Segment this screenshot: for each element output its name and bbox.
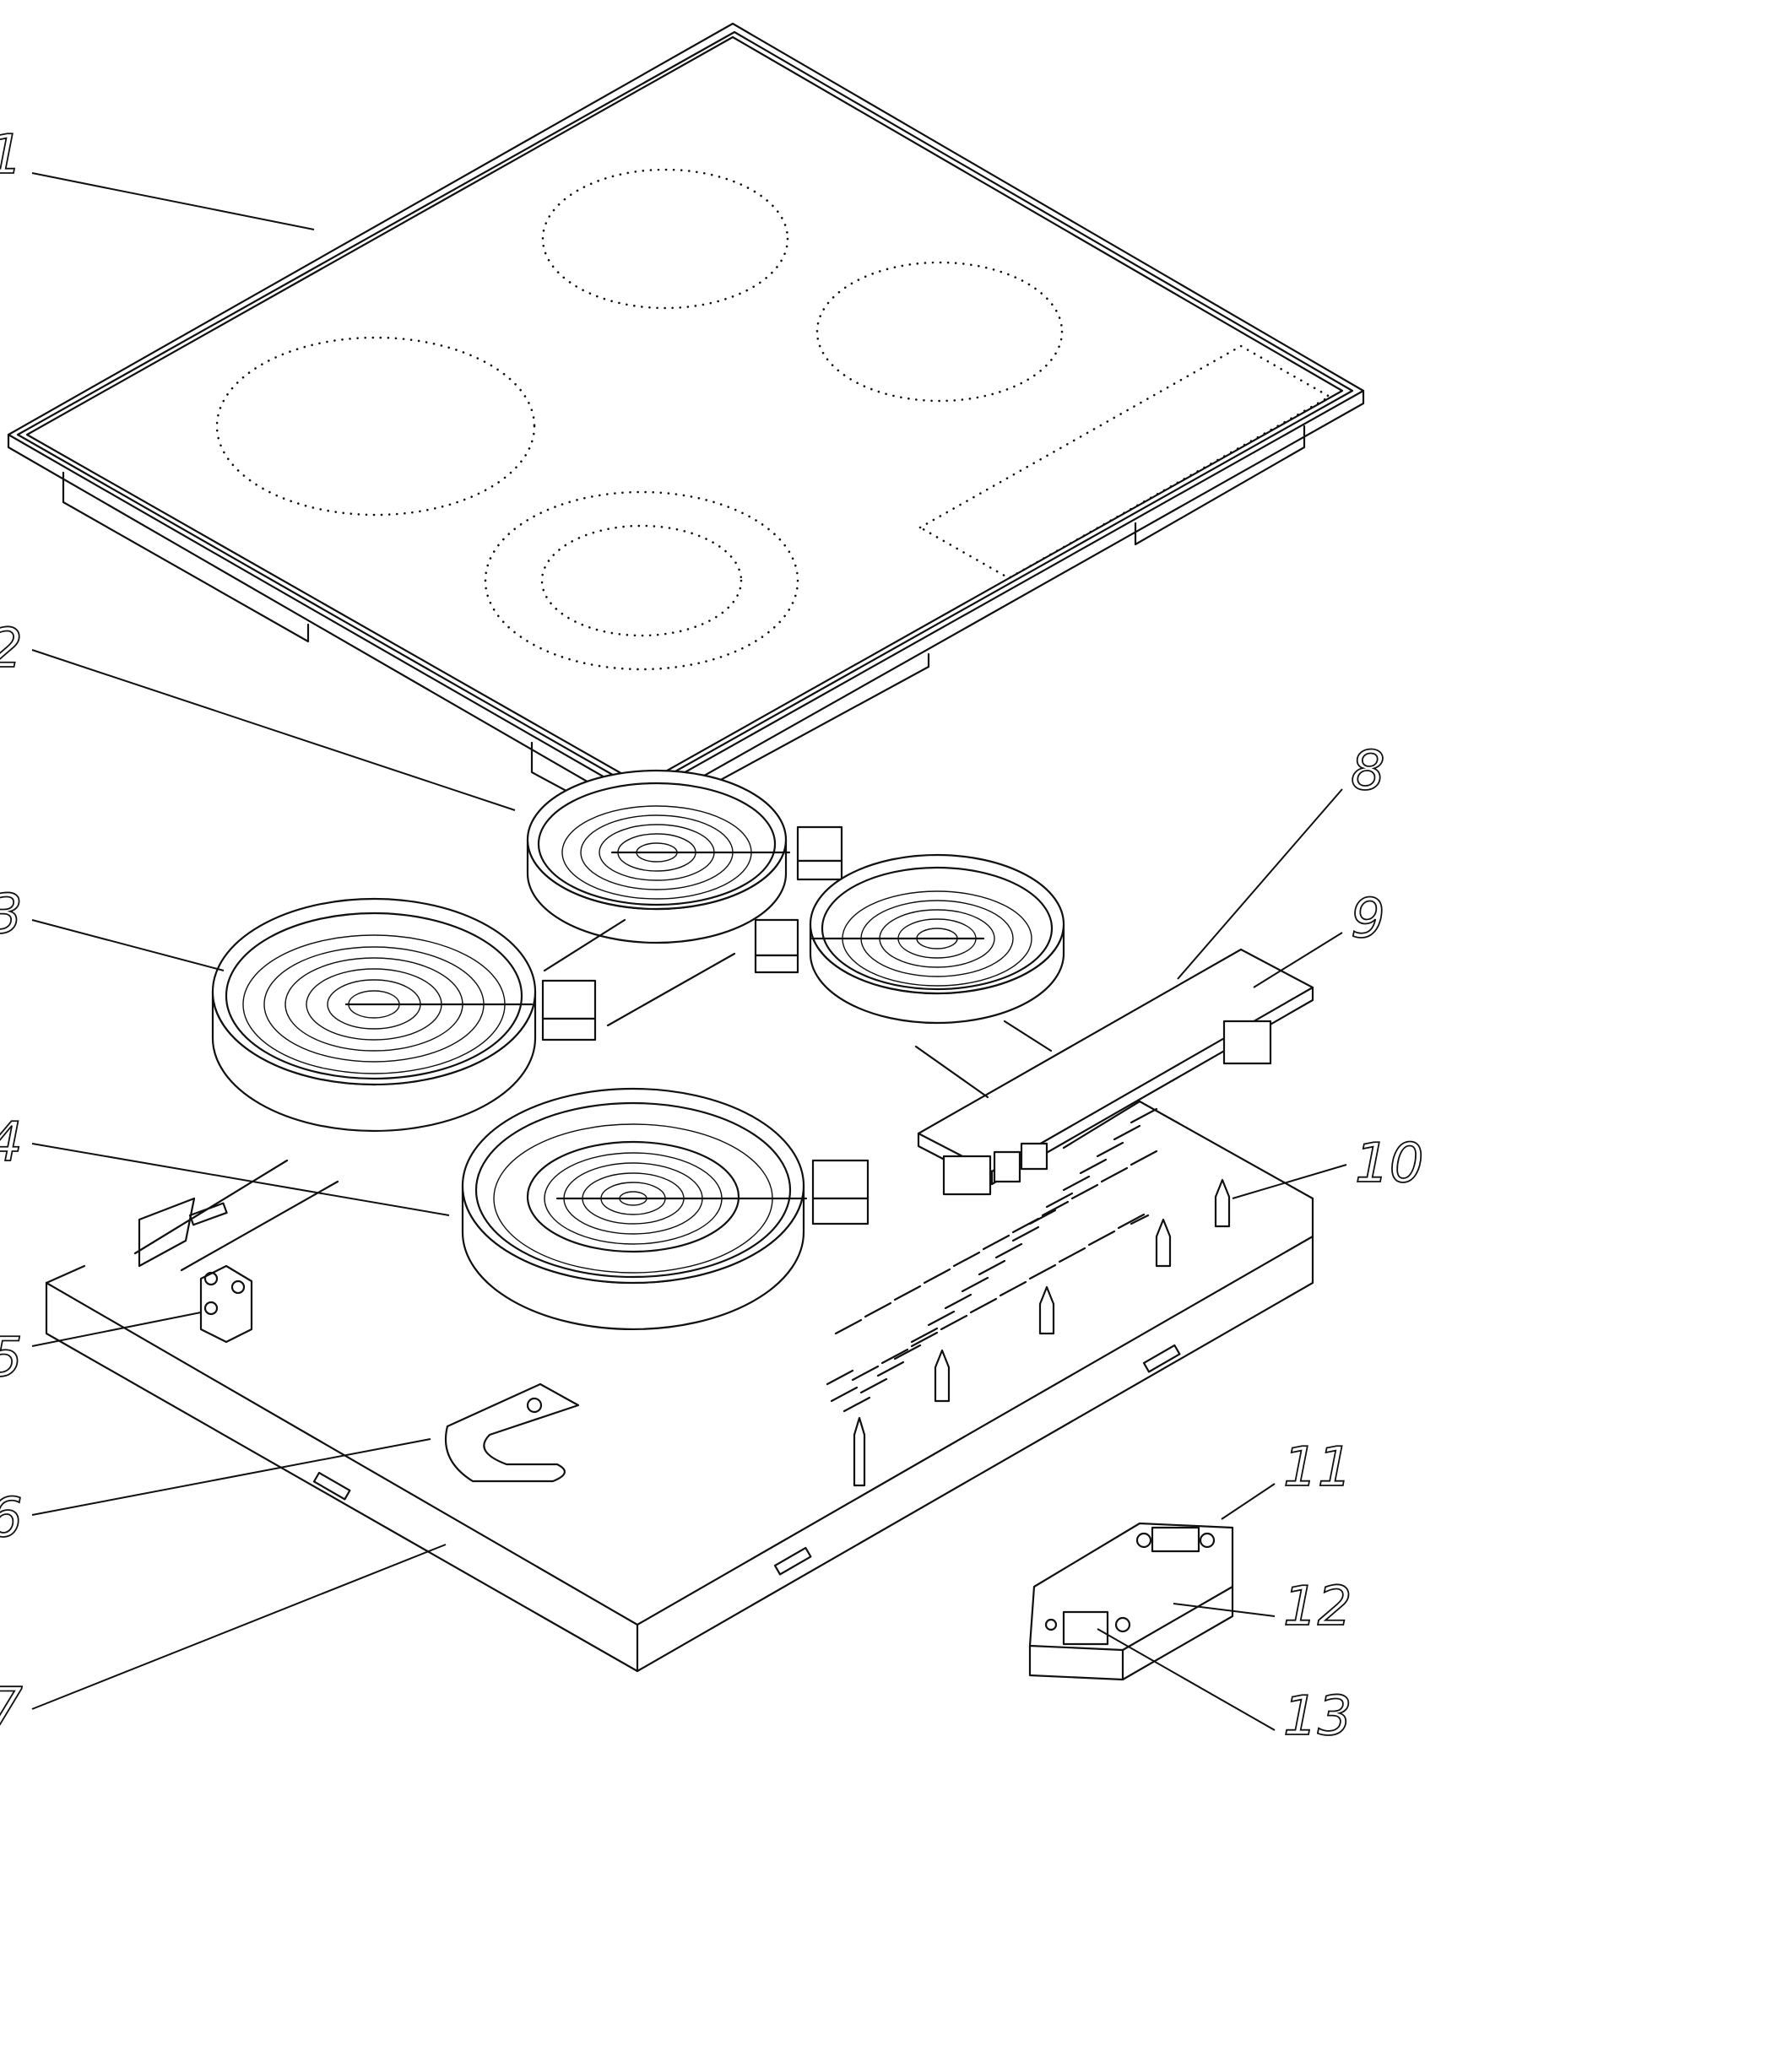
callout-5: 5 bbox=[0, 1327, 23, 1389]
callout-2: 2 bbox=[0, 618, 23, 680]
leader-lines bbox=[31, 172, 1347, 1731]
spring-clip bbox=[444, 1382, 580, 1483]
terminal-block bbox=[199, 1264, 253, 1344]
callout-10: 10 bbox=[1355, 1133, 1423, 1195]
callout-8: 8 bbox=[1351, 740, 1385, 803]
base-tray bbox=[45, 1100, 1314, 1673]
heating-element-rear bbox=[526, 769, 843, 944]
callout-11: 11 bbox=[1283, 1436, 1352, 1499]
callout-9: 9 bbox=[1351, 888, 1385, 950]
callout-7: 7 bbox=[0, 1677, 23, 1739]
heating-element-dual bbox=[461, 1087, 870, 1331]
junction-box bbox=[1028, 1522, 1234, 1681]
heating-element-right bbox=[754, 853, 1065, 1025]
control-board bbox=[917, 948, 1314, 1196]
standoff-pins bbox=[853, 1178, 1231, 1487]
callout-13: 13 bbox=[1283, 1685, 1352, 1748]
callout-3: 3 bbox=[0, 884, 23, 946]
callout-6: 6 bbox=[0, 1487, 23, 1550]
callout-numbers: 1 2 3 4 5 6 7 8 9 10 11 12 13 bbox=[0, 123, 1424, 1749]
tray-slots bbox=[188, 1202, 1181, 1576]
callout-12: 12 bbox=[1283, 1576, 1352, 1638]
heating-element-large bbox=[211, 897, 597, 1133]
callout-4: 4 bbox=[0, 1112, 23, 1174]
callout-1: 1 bbox=[0, 124, 23, 187]
vent-slots bbox=[826, 1107, 1158, 1413]
